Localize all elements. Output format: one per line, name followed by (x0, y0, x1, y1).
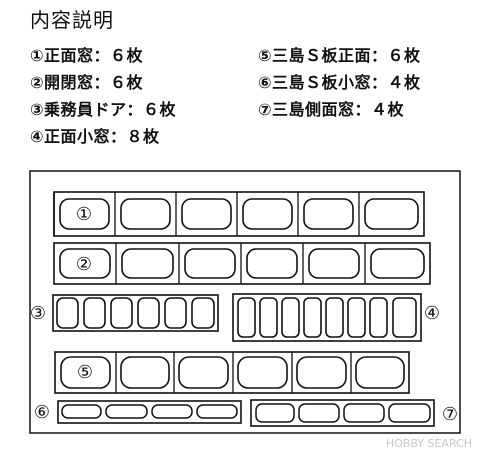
part-5-label: ⑤ (77, 362, 93, 383)
part-3-door (56, 297, 79, 329)
part-7-window (298, 403, 340, 423)
part-group-5: ⑤ (54, 351, 410, 394)
part-group-7: ⑦ (250, 399, 458, 427)
part-4-window (237, 297, 256, 338)
part-5-window (60, 356, 111, 389)
part-2-window (121, 248, 174, 279)
part-7-window (343, 403, 385, 423)
part-3-door (137, 297, 160, 329)
part-4-window (369, 297, 388, 338)
part-3-door (191, 297, 215, 329)
spec-item-4: ④正面小窓：８枚 (30, 127, 160, 146)
spec-item-5: ⑤三島Ｓ板正面：６枚 (258, 46, 421, 65)
part-3-frame (52, 294, 219, 332)
spec-item-7: ⑦三島側面窓：４枚 (258, 100, 405, 119)
part-4-window (325, 297, 344, 338)
part-group-6: ⑥ (34, 400, 242, 424)
part-4-window (347, 297, 366, 338)
part-3-door (110, 297, 133, 329)
part-1-window (120, 198, 171, 230)
spec-item-6: ⑥三島Ｓ板小窓：４枚 (258, 73, 421, 92)
part-6-window (105, 404, 148, 419)
part-4-window (303, 297, 322, 338)
spec-item-1: ①正面窓：６枚 (30, 46, 144, 65)
part-1-window (181, 198, 232, 230)
part-7-window (388, 403, 431, 423)
part-group-4: ④ (232, 293, 440, 342)
part-4-frame (232, 293, 422, 342)
part-2-frame (53, 242, 431, 285)
part-3-label: ③ (30, 303, 46, 324)
part-5-window (237, 356, 288, 389)
spec-item-3: ③乗務員ドア：６枚 (30, 100, 177, 119)
part-3-door (164, 297, 187, 329)
part-5-window (296, 356, 347, 389)
part-2-window (59, 248, 111, 279)
part-2-label: ② (76, 254, 92, 275)
part-6-frame (57, 400, 242, 424)
part-1-window (364, 198, 419, 230)
part-1-window (59, 198, 110, 230)
part-1-window (303, 198, 354, 230)
part-1-window (242, 198, 293, 230)
part-4-label: ④ (424, 303, 440, 324)
part-7-label: ⑦ (442, 404, 458, 425)
part-2-window (184, 248, 236, 279)
part-6-window (196, 404, 238, 419)
page-title: 内容説明 (30, 8, 114, 32)
part-7-window (255, 403, 295, 423)
part-4-window (281, 297, 300, 338)
part-6-window (151, 404, 193, 419)
part-7-frame (250, 399, 435, 427)
part-5-frame (54, 351, 410, 394)
part-3-door (83, 297, 106, 329)
watermark: HOBBY SEARCH (385, 437, 472, 450)
part-group-3: ③ (30, 294, 219, 332)
part-4-window (392, 297, 417, 338)
part-4-window (259, 297, 278, 338)
part-1-label: ① (76, 204, 92, 225)
part-2-window (246, 248, 298, 279)
part-5-window (178, 356, 229, 389)
spec-item-2: ②開閉窓：６枚 (30, 73, 144, 92)
part-group-1: ① (53, 191, 425, 237)
sheet-outline (29, 170, 461, 434)
part-6-window (61, 404, 102, 419)
part-2-window (308, 248, 360, 279)
part-2-window (370, 248, 425, 279)
part-5-window (355, 356, 405, 389)
part-5-window (120, 356, 170, 389)
part-6-label: ⑥ (34, 402, 50, 423)
part-group-2: ② (53, 242, 431, 285)
